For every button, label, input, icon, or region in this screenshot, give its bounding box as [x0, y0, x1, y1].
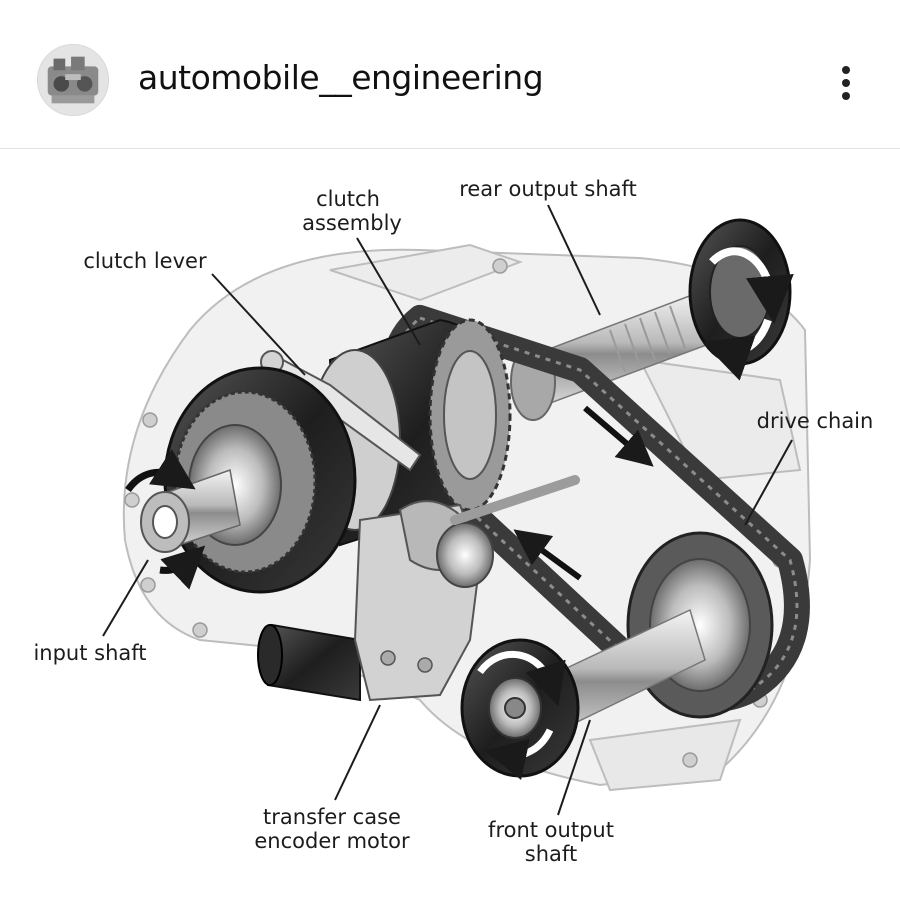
avatar[interactable] — [37, 44, 109, 116]
encoder-motor-part — [257, 475, 580, 702]
label-drive-chain: drive chain — [757, 409, 874, 433]
more-vertical-icon-dot — [842, 92, 850, 100]
front-output-shaft-part — [460, 531, 774, 780]
label-input-shaft: input shaft — [33, 641, 146, 665]
label-clutch-assembly-line2: assembly — [302, 211, 402, 235]
label-front-output-shaft-line1: front output — [488, 818, 614, 842]
label-clutch-lever: clutch lever — [83, 249, 207, 273]
clutch-assembly-part — [309, 318, 512, 547]
leader-lines — [102, 204, 793, 816]
more-vertical-icon — [842, 66, 850, 74]
label-clutch-assembly-line1: clutch — [316, 187, 380, 211]
more-options-button[interactable] — [826, 58, 866, 108]
label-transfer-case-encoder-motor-line1: transfer case — [263, 805, 401, 829]
input-shaft-part — [125, 366, 357, 594]
username[interactable]: automobile__engineering — [138, 58, 544, 97]
label-front-output-shaft-line2: shaft — [525, 842, 577, 866]
engine-photo-icon — [38, 45, 108, 115]
more-vertical-icon-dot — [842, 79, 850, 87]
transfer-case-illustration: clutch assembly rear output shaft clutch… — [33, 177, 873, 866]
post-header: automobile__engineering — [0, 0, 900, 149]
label-transfer-case-encoder-motor-line2: encoder motor — [254, 829, 410, 853]
diagram-labels: clutch assembly rear output shaft clutch… — [33, 177, 873, 866]
transfer-case-diagram: clutch assembly rear output shaft clutch… — [0, 149, 900, 900]
label-rear-output-shaft: rear output shaft — [459, 177, 637, 201]
